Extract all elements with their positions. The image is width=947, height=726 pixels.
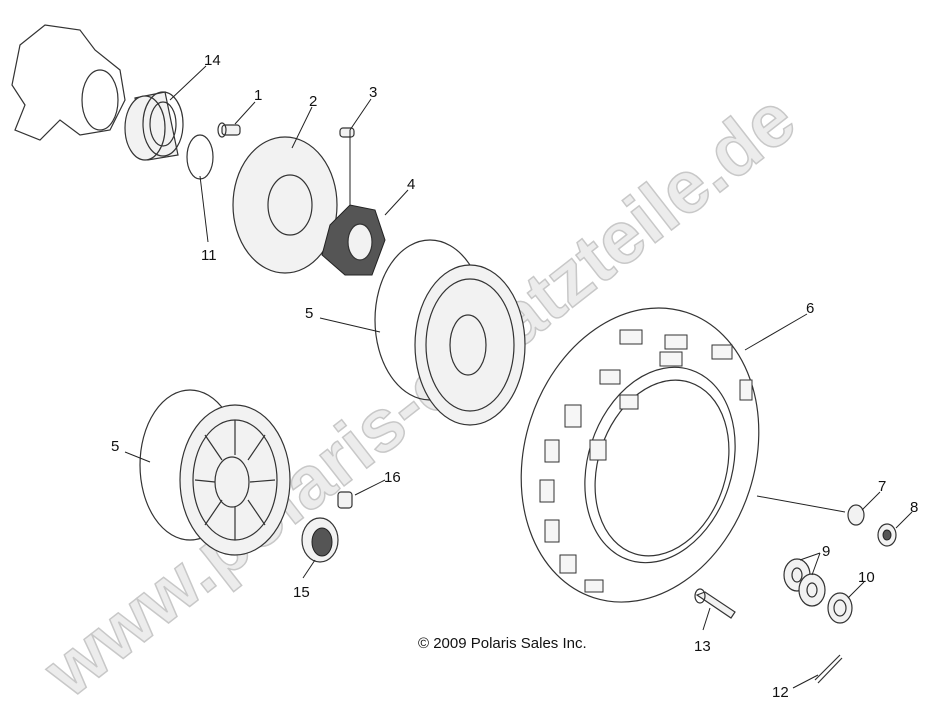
cone-washers bbox=[783, 558, 826, 607]
cotter-pin bbox=[814, 654, 843, 684]
callout-14: 14 bbox=[204, 52, 221, 69]
copyright-notice: © 2009 Polaris Sales Inc. bbox=[418, 635, 587, 652]
wheel-bearing bbox=[124, 91, 184, 161]
valve-cap bbox=[337, 491, 353, 509]
steering-knuckle bbox=[11, 24, 126, 141]
wheel-stud bbox=[339, 127, 355, 138]
callout-13: 13 bbox=[694, 638, 711, 655]
flange-nut bbox=[877, 523, 897, 547]
castle-nut bbox=[827, 592, 853, 624]
brake-disc bbox=[232, 136, 338, 274]
callout-8: 8 bbox=[910, 499, 918, 516]
watermark: www.polaris-ersatzteile.de bbox=[28, 77, 810, 714]
callout-7: 7 bbox=[878, 478, 886, 495]
callout-6: 6 bbox=[806, 300, 814, 317]
center-cap bbox=[301, 517, 339, 563]
wheel-rim-steel bbox=[374, 239, 526, 426]
callout-5-upper: 5 bbox=[305, 305, 313, 322]
callout-2: 2 bbox=[309, 93, 317, 110]
callout-1: 1 bbox=[254, 87, 262, 104]
callout-10: 10 bbox=[858, 569, 875, 586]
callout-3: 3 bbox=[369, 84, 377, 101]
callout-9: 9 bbox=[822, 543, 830, 560]
callout-12: 12 bbox=[772, 684, 789, 701]
retaining-ring bbox=[186, 134, 214, 180]
brake-pin bbox=[217, 122, 241, 138]
washer bbox=[847, 504, 865, 526]
callout-4: 4 bbox=[407, 176, 415, 193]
tire bbox=[520, 307, 760, 603]
callout-5-lower: 5 bbox=[111, 438, 119, 455]
callout-16: 16 bbox=[384, 469, 401, 486]
callout-15: 15 bbox=[293, 584, 310, 601]
wheel-hub bbox=[321, 204, 386, 276]
wheel-rim-alloy bbox=[139, 389, 291, 556]
callout-11: 11 bbox=[201, 247, 217, 264]
bolt bbox=[694, 588, 736, 619]
leader-lines bbox=[124, 65, 913, 689]
